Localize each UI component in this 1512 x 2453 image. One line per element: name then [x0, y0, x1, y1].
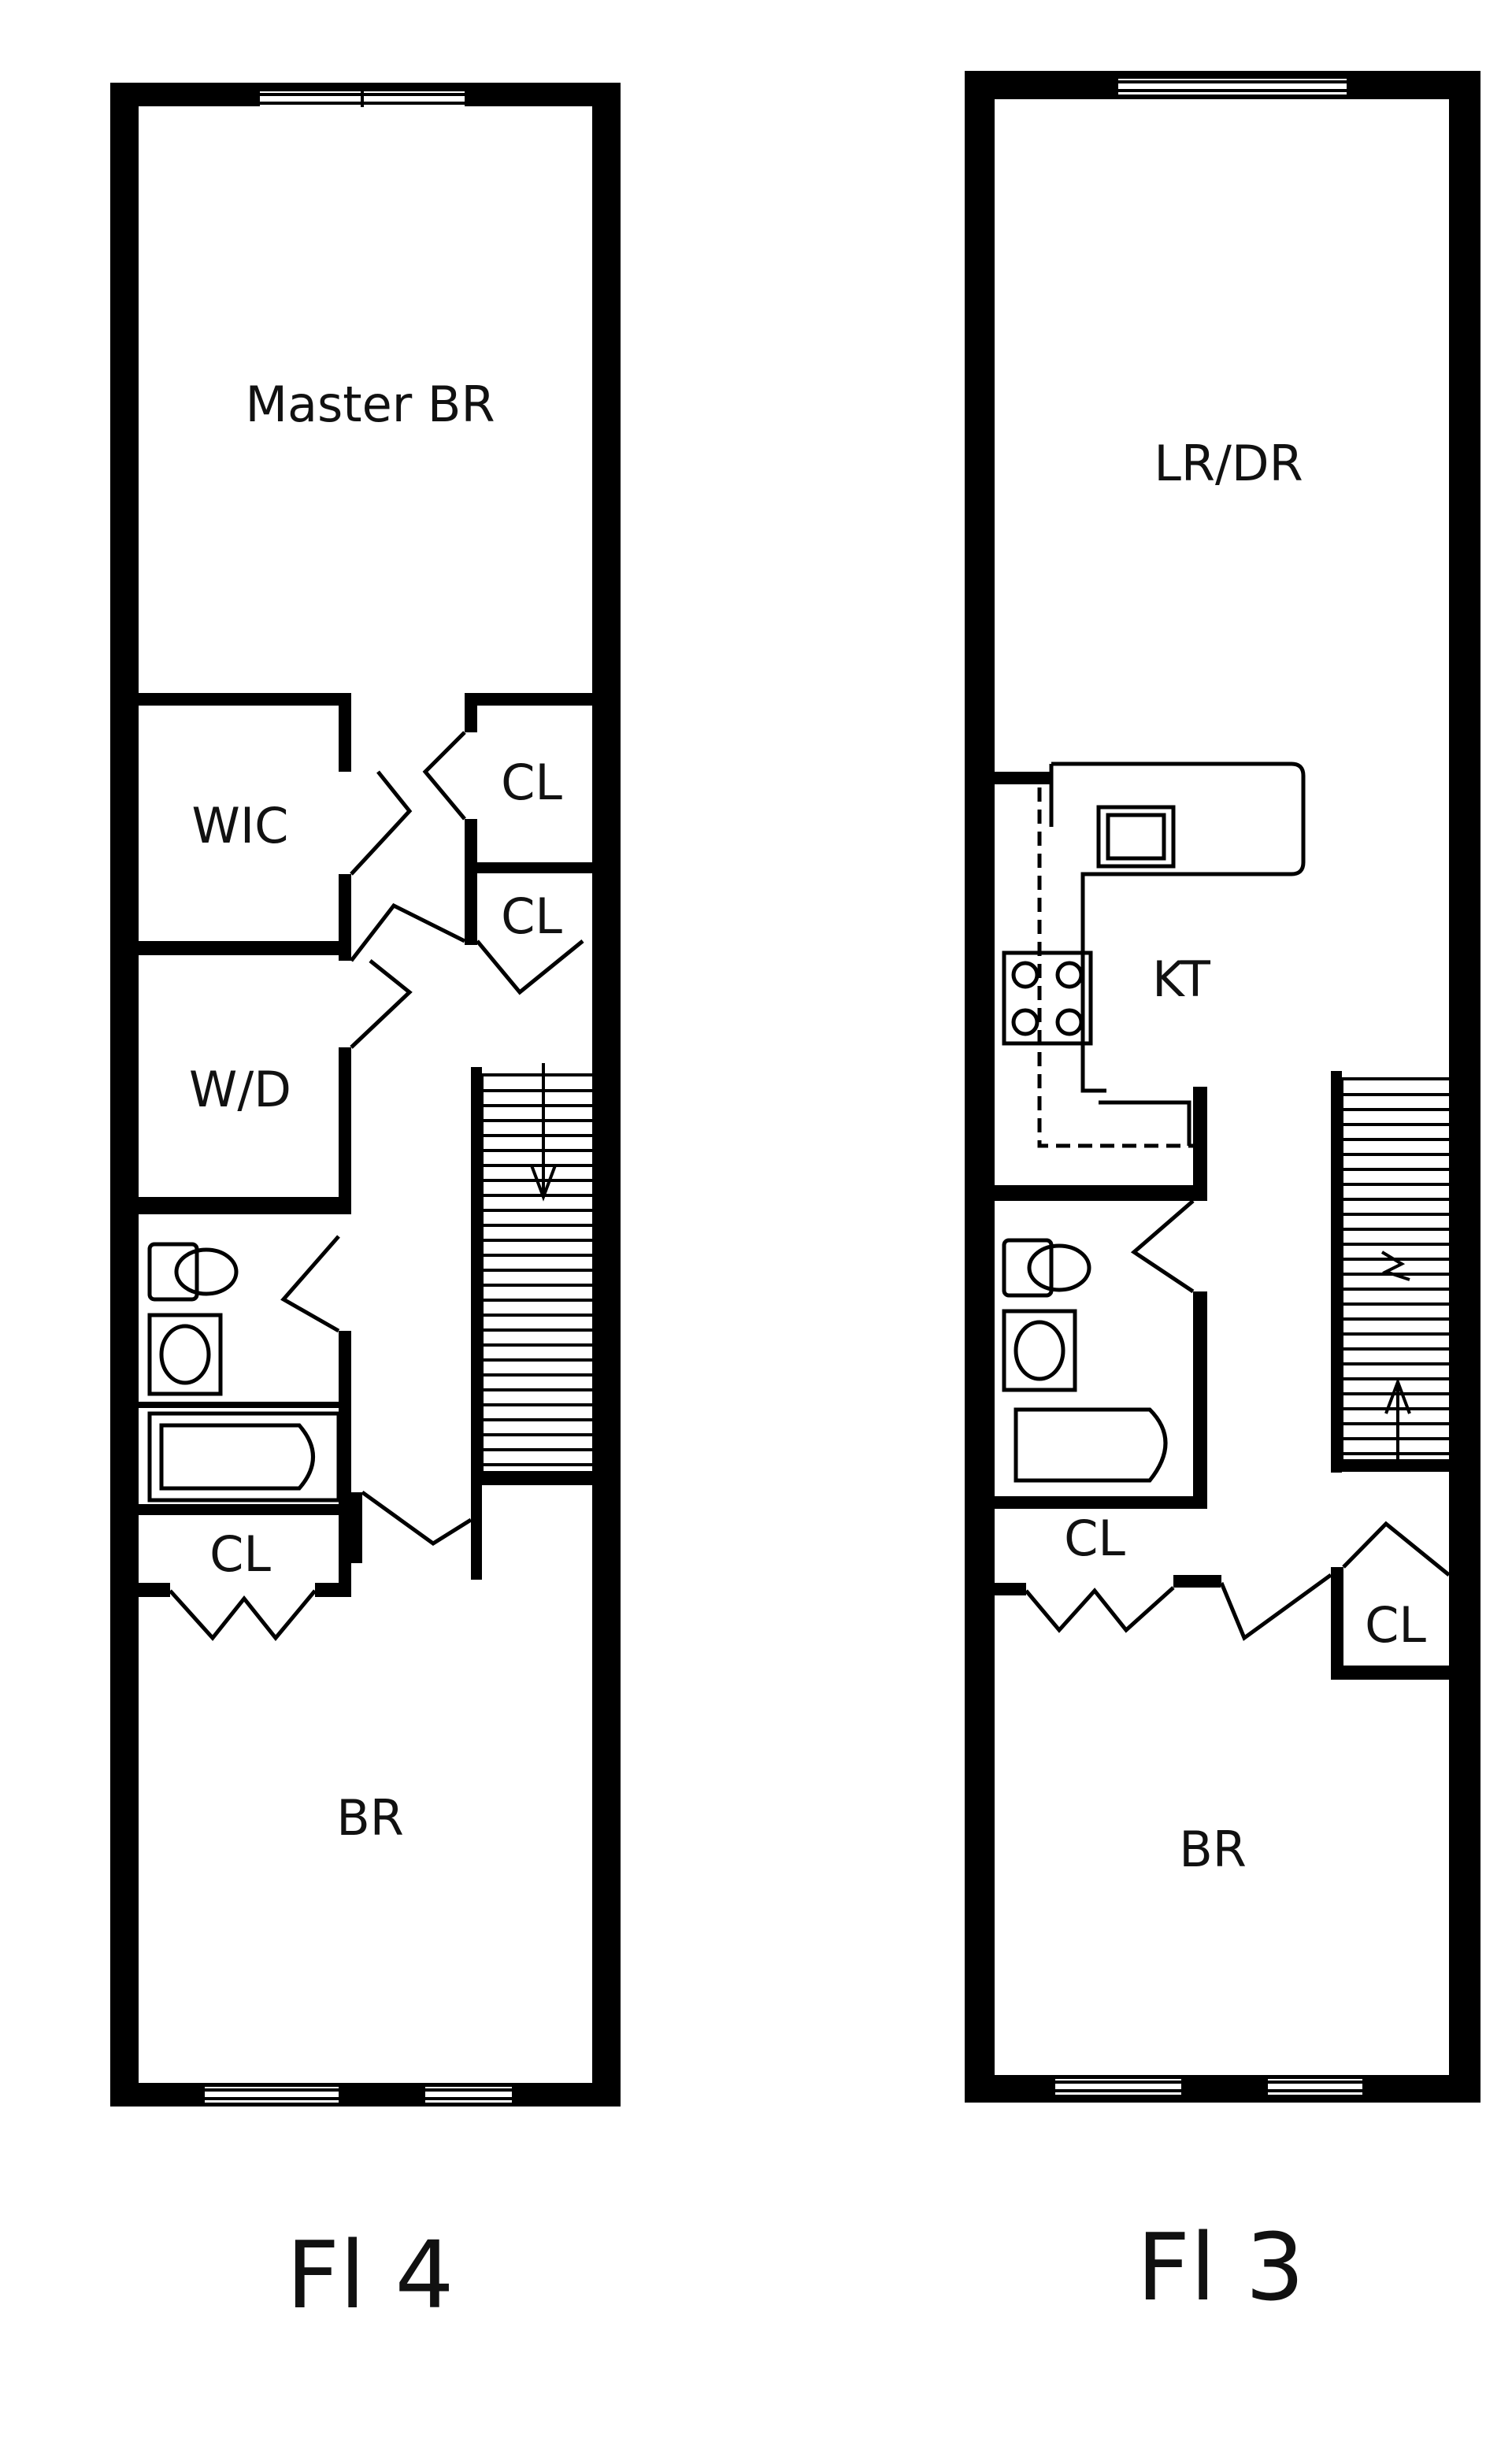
floor-4-bottom-window-left — [205, 2087, 339, 2103]
floor-3-plan: LR/DR KT CL CL BR Fl 3 — [965, 71, 1480, 2321]
floor-4-bath-fixtures — [147, 1242, 341, 1503]
room-label-lr-dr: LR/DR — [1154, 435, 1303, 492]
room-label-br: BR — [1179, 1821, 1247, 1878]
floor-4-bottom-window-right — [425, 2087, 512, 2103]
floor-3-doors — [1025, 1199, 1451, 1641]
floor-4-interior-walls — [139, 693, 598, 1597]
room-label-cl-left: CL — [1064, 1510, 1125, 1567]
floor-4-plan: Master BR WIC CL CL W/D CL BR Fl 4 — [110, 83, 621, 2329]
floor-3-bottom-window-right — [1268, 2079, 1362, 2095]
floor-4-doors — [169, 731, 584, 1641]
floor-3-staircase — [1340, 1077, 1452, 1465]
floor-4-exterior-walls — [110, 83, 621, 2107]
floor-3-bath-fixtures — [1002, 1238, 1168, 1483]
room-label-br: BR — [336, 1789, 404, 1847]
room-label-cl-middle: CL — [501, 887, 562, 945]
room-label-cl-upper: CL — [501, 754, 562, 811]
floor-3-interior-walls — [995, 1071, 1453, 1680]
room-label-wd: W/D — [189, 1061, 291, 1118]
floor-3-kitchen-counters — [995, 761, 1306, 1148]
room-label-wic: WIC — [192, 797, 289, 854]
room-label-cl-lower: CL — [209, 1525, 271, 1583]
floor-3-title: Fl 3 — [1136, 2213, 1304, 2321]
room-label-cl-right: CL — [1365, 1596, 1426, 1654]
room-label-kt: KT — [1152, 950, 1211, 1008]
floor-4-title: Fl 4 — [286, 2221, 454, 2329]
room-label-master-br: Master BR — [245, 376, 495, 433]
floor-4-staircase — [480, 1063, 595, 1474]
floor-3-exterior-walls — [965, 71, 1480, 2103]
floor-3-bottom-window-left — [1055, 2079, 1181, 2095]
floor-3-top-window — [1118, 79, 1347, 94]
floor-4-top-window — [260, 91, 465, 107]
